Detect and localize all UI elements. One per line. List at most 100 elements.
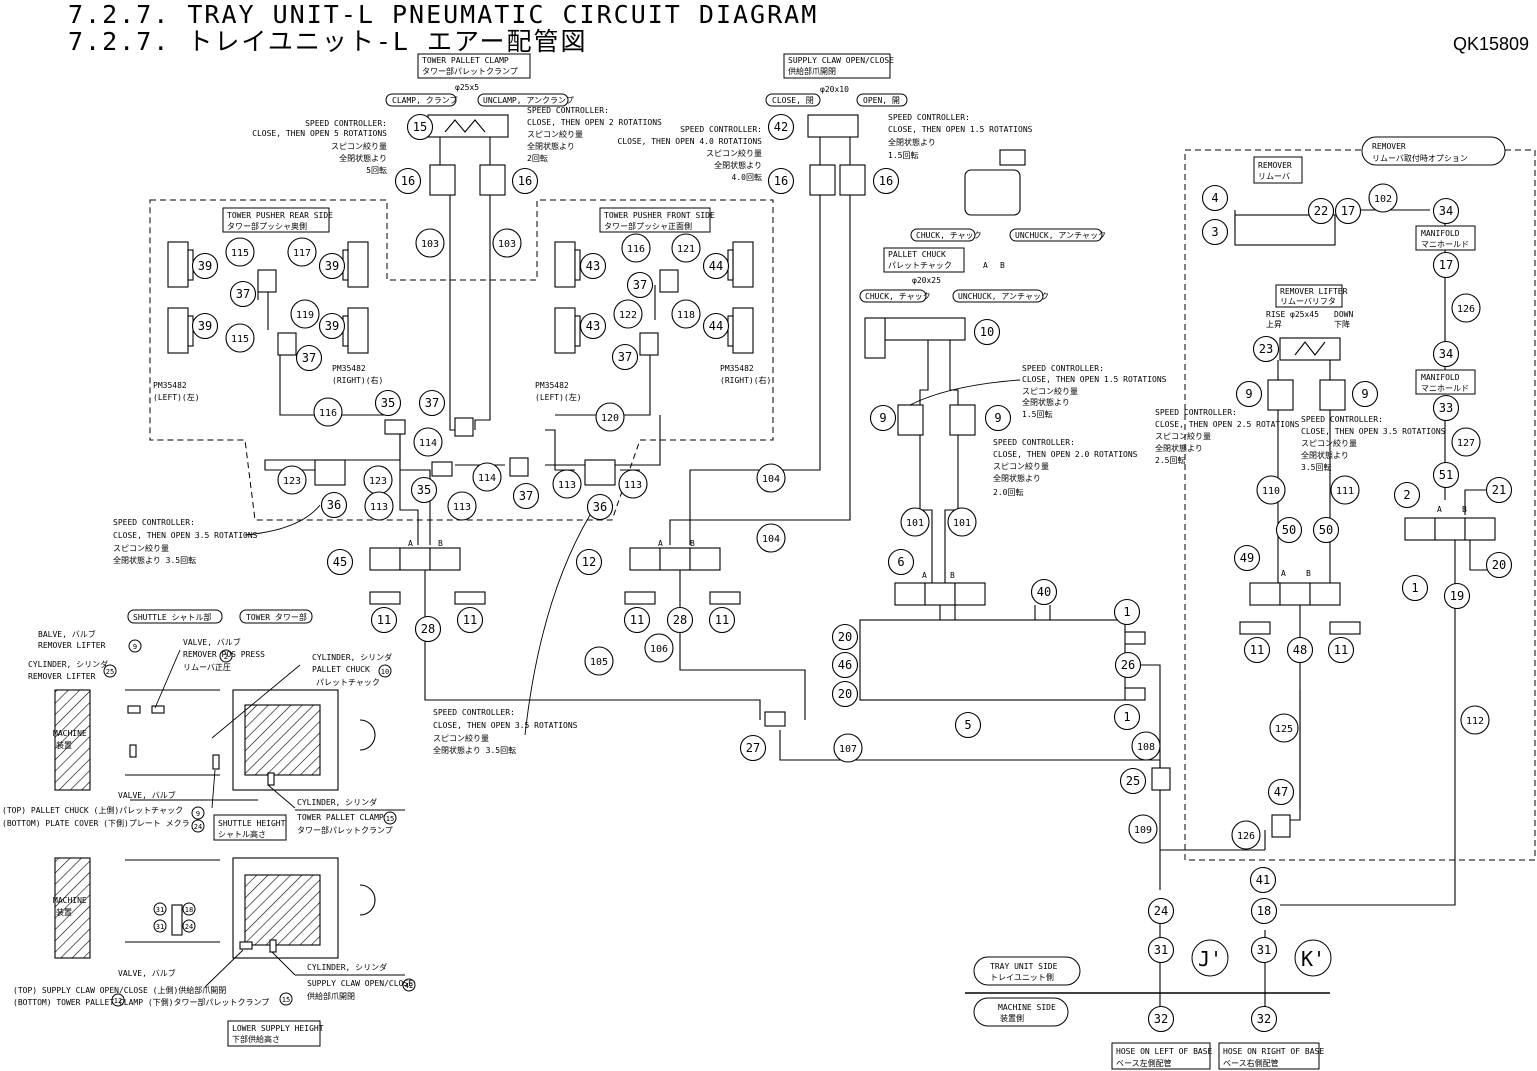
manifold-label-1-jp: マニホールド bbox=[1421, 240, 1469, 249]
svg-text:全閉状態より: 全閉状態より bbox=[993, 473, 1041, 483]
svg-text:SPEED CONTROLLER:: SPEED CONTROLLER: bbox=[1301, 415, 1383, 424]
svg-text:A: A bbox=[1437, 505, 1442, 514]
svg-text:SPEED CONTROLLER:: SPEED CONTROLLER: bbox=[993, 438, 1075, 447]
part-callout-number: 10 bbox=[980, 325, 994, 339]
speed-controller-note-1: SPEED CONTROLLER: CLOSE, THEN OPEN 5 ROT… bbox=[252, 119, 387, 175]
small-part-callout-number: 2 bbox=[224, 653, 228, 661]
part-callout-number: 28 bbox=[673, 613, 687, 627]
svg-text:SPEED CONTROLLER:: SPEED CONTROLLER: bbox=[433, 708, 515, 717]
part-callout-number: 20 bbox=[838, 687, 852, 701]
shuttle-pill: SHUTTLE シャトル部 bbox=[133, 612, 212, 622]
svg-text:スピコン絞り量: スピコン絞り量 bbox=[527, 129, 583, 139]
part-callout-number: 46 bbox=[838, 658, 852, 672]
open-pill: OPEN, 開 bbox=[863, 96, 900, 105]
svg-text:MACHINE: MACHINE bbox=[53, 896, 87, 905]
part-callout-circle bbox=[626, 271, 654, 299]
tower-pallet-clamp-label-jp: タワー部パレットクランプ bbox=[422, 66, 518, 76]
speed-controller-note-10: SPEED CONTROLLER: CLOSE, THEN OPEN 3.5 R… bbox=[1301, 415, 1446, 472]
clamp-pill: CLAMP, クランプ bbox=[392, 96, 457, 105]
svg-text:パレットチャック: パレットチャック bbox=[316, 678, 380, 687]
part-callout-circle bbox=[313, 397, 343, 427]
part-callout-circle bbox=[887, 548, 915, 576]
part-callout-number: 121 bbox=[677, 244, 695, 255]
svg-text:スピコン絞り量: スピコン絞り量 bbox=[433, 733, 489, 743]
svg-text:TOWER PALLET CLAMP: TOWER PALLET CLAMP bbox=[297, 813, 384, 822]
svg-text:スピコン絞り量: スピコン絞り量 bbox=[1155, 431, 1211, 441]
part-callout-circle bbox=[666, 606, 694, 634]
part-callout-number: 37 bbox=[618, 350, 632, 364]
small-part-callout bbox=[128, 639, 142, 653]
part-callout-number: 116 bbox=[627, 244, 645, 255]
svg-text:スピコン絞り量: スピコン絞り量 bbox=[331, 141, 387, 151]
svg-text:全閉状態より 3.5回転: 全閉状態より 3.5回転 bbox=[113, 555, 196, 565]
svg-text:B: B bbox=[438, 539, 443, 548]
part-callout-circle bbox=[1451, 427, 1481, 457]
svg-text:(RIGHT)(右): (RIGHT)(右) bbox=[720, 375, 771, 385]
part-callout-number: 17 bbox=[1341, 204, 1355, 218]
part-callout-circle bbox=[1235, 380, 1263, 408]
part-callout-number: 50 bbox=[1319, 523, 1333, 537]
svg-text:CYLINDER, シリンダ: CYLINDER, シリンダ bbox=[312, 652, 392, 662]
part-callout-number: 37 bbox=[425, 396, 439, 410]
svg-text:PM35482: PM35482 bbox=[332, 364, 366, 373]
remover-label-jp: リムーバ bbox=[1258, 172, 1290, 181]
part-callout-number: 103 bbox=[421, 239, 439, 250]
part-callout-number: 113 bbox=[624, 480, 642, 491]
part-callout-circle bbox=[394, 167, 422, 195]
svg-text:PM35482: PM35482 bbox=[153, 381, 187, 390]
part-callout-circle bbox=[1269, 713, 1299, 743]
part-callout-number: 119 bbox=[296, 310, 314, 321]
lower-supply-height-label: LOWER SUPPLY HEIGHT bbox=[232, 1024, 324, 1033]
part-callout-number: 51 bbox=[1439, 468, 1453, 482]
part-callout-number: 47 bbox=[1274, 785, 1288, 799]
part-callout-number: 50 bbox=[1282, 523, 1296, 537]
part-callout-number: 107 bbox=[839, 744, 857, 755]
part-callout-circle bbox=[739, 734, 767, 762]
part-callout-number: 127 bbox=[1457, 438, 1475, 449]
claw-cylinder-size: φ20x10 bbox=[820, 85, 849, 94]
part-callout-circle bbox=[900, 507, 930, 537]
connector-k: K' bbox=[1301, 947, 1325, 971]
svg-text:全閉状態より: 全閉状態より bbox=[714, 160, 762, 170]
part-callout-circle bbox=[1368, 183, 1398, 213]
tray-unit-side-label: TRAY UNIT SIDE bbox=[990, 962, 1058, 971]
part-callout-circle bbox=[1351, 380, 1379, 408]
svg-text:CLOSE, THEN OPEN 1.5 ROTATIONS: CLOSE, THEN OPEN 1.5 ROTATIONS bbox=[1022, 375, 1167, 384]
unchuck-pill: UNCHUCK, アンチャック bbox=[958, 292, 1049, 301]
part-callout-number: 41 bbox=[1256, 873, 1270, 887]
document-id: QK15809 bbox=[1452, 34, 1529, 54]
part-callout-number: 44 bbox=[709, 259, 723, 273]
part-callout-number: 114 bbox=[478, 473, 496, 484]
part-callout-circle bbox=[1114, 651, 1142, 679]
part-callout-number: 32 bbox=[1154, 1012, 1168, 1026]
part-callout-circle bbox=[1485, 476, 1513, 504]
svg-text:全閉状態より: 全閉状態より bbox=[1301, 450, 1349, 460]
speed-controller-note-6: SPEED CONTROLLER: CLOSE, THEN OPEN 2.0 R… bbox=[993, 438, 1138, 497]
svg-text:(LEFT)(左): (LEFT)(左) bbox=[535, 392, 582, 402]
svg-text:4.0回転: 4.0回転 bbox=[732, 173, 762, 182]
small-part-callout bbox=[182, 919, 196, 933]
svg-text:CYLINDER, シリンダ: CYLINDER, シリンダ bbox=[297, 797, 377, 807]
part-callout-number: 44 bbox=[709, 319, 723, 333]
svg-text:2.5回転: 2.5回転 bbox=[1155, 456, 1185, 465]
unclamp-pill: UNCLAMP, アンクランプ bbox=[483, 96, 574, 105]
svg-text:全閉状態より: 全閉状態より bbox=[888, 137, 936, 147]
svg-text:(BOTTOM) TOWER PALLET CLAMP (下: (BOTTOM) TOWER PALLET CLAMP (下側)タワー部パレット… bbox=[13, 997, 269, 1007]
small-part-callout-number: 42 bbox=[405, 982, 413, 990]
shuttle-height-label-jp: シャトル高さ bbox=[218, 829, 266, 839]
part-callout-circle bbox=[671, 233, 701, 263]
svg-text:A: A bbox=[658, 539, 663, 548]
part-callout-number: 16 bbox=[518, 174, 532, 188]
part-callout-number: 9 bbox=[1245, 387, 1252, 401]
part-callout-number: 110 bbox=[1262, 486, 1280, 497]
small-part-callout-number: 31 bbox=[156, 906, 164, 914]
part-callout-number: 123 bbox=[283, 476, 301, 487]
manifold-label-2: MANIFOLD bbox=[1421, 373, 1460, 382]
part-callout-circle bbox=[1286, 636, 1314, 664]
small-part-callout-number: 9 bbox=[133, 643, 137, 651]
svg-text:CLOSE, THEN OPEN 2.5 ROTATIONS: CLOSE, THEN OPEN 2.5 ROTATIONS bbox=[1155, 420, 1300, 429]
part-callout-circle bbox=[756, 523, 786, 553]
svg-text:装置: 装置 bbox=[56, 907, 72, 917]
shuttle-height-label: SHUTTLE HEIGHT bbox=[218, 819, 286, 828]
part-callout-number: 113 bbox=[558, 480, 576, 491]
